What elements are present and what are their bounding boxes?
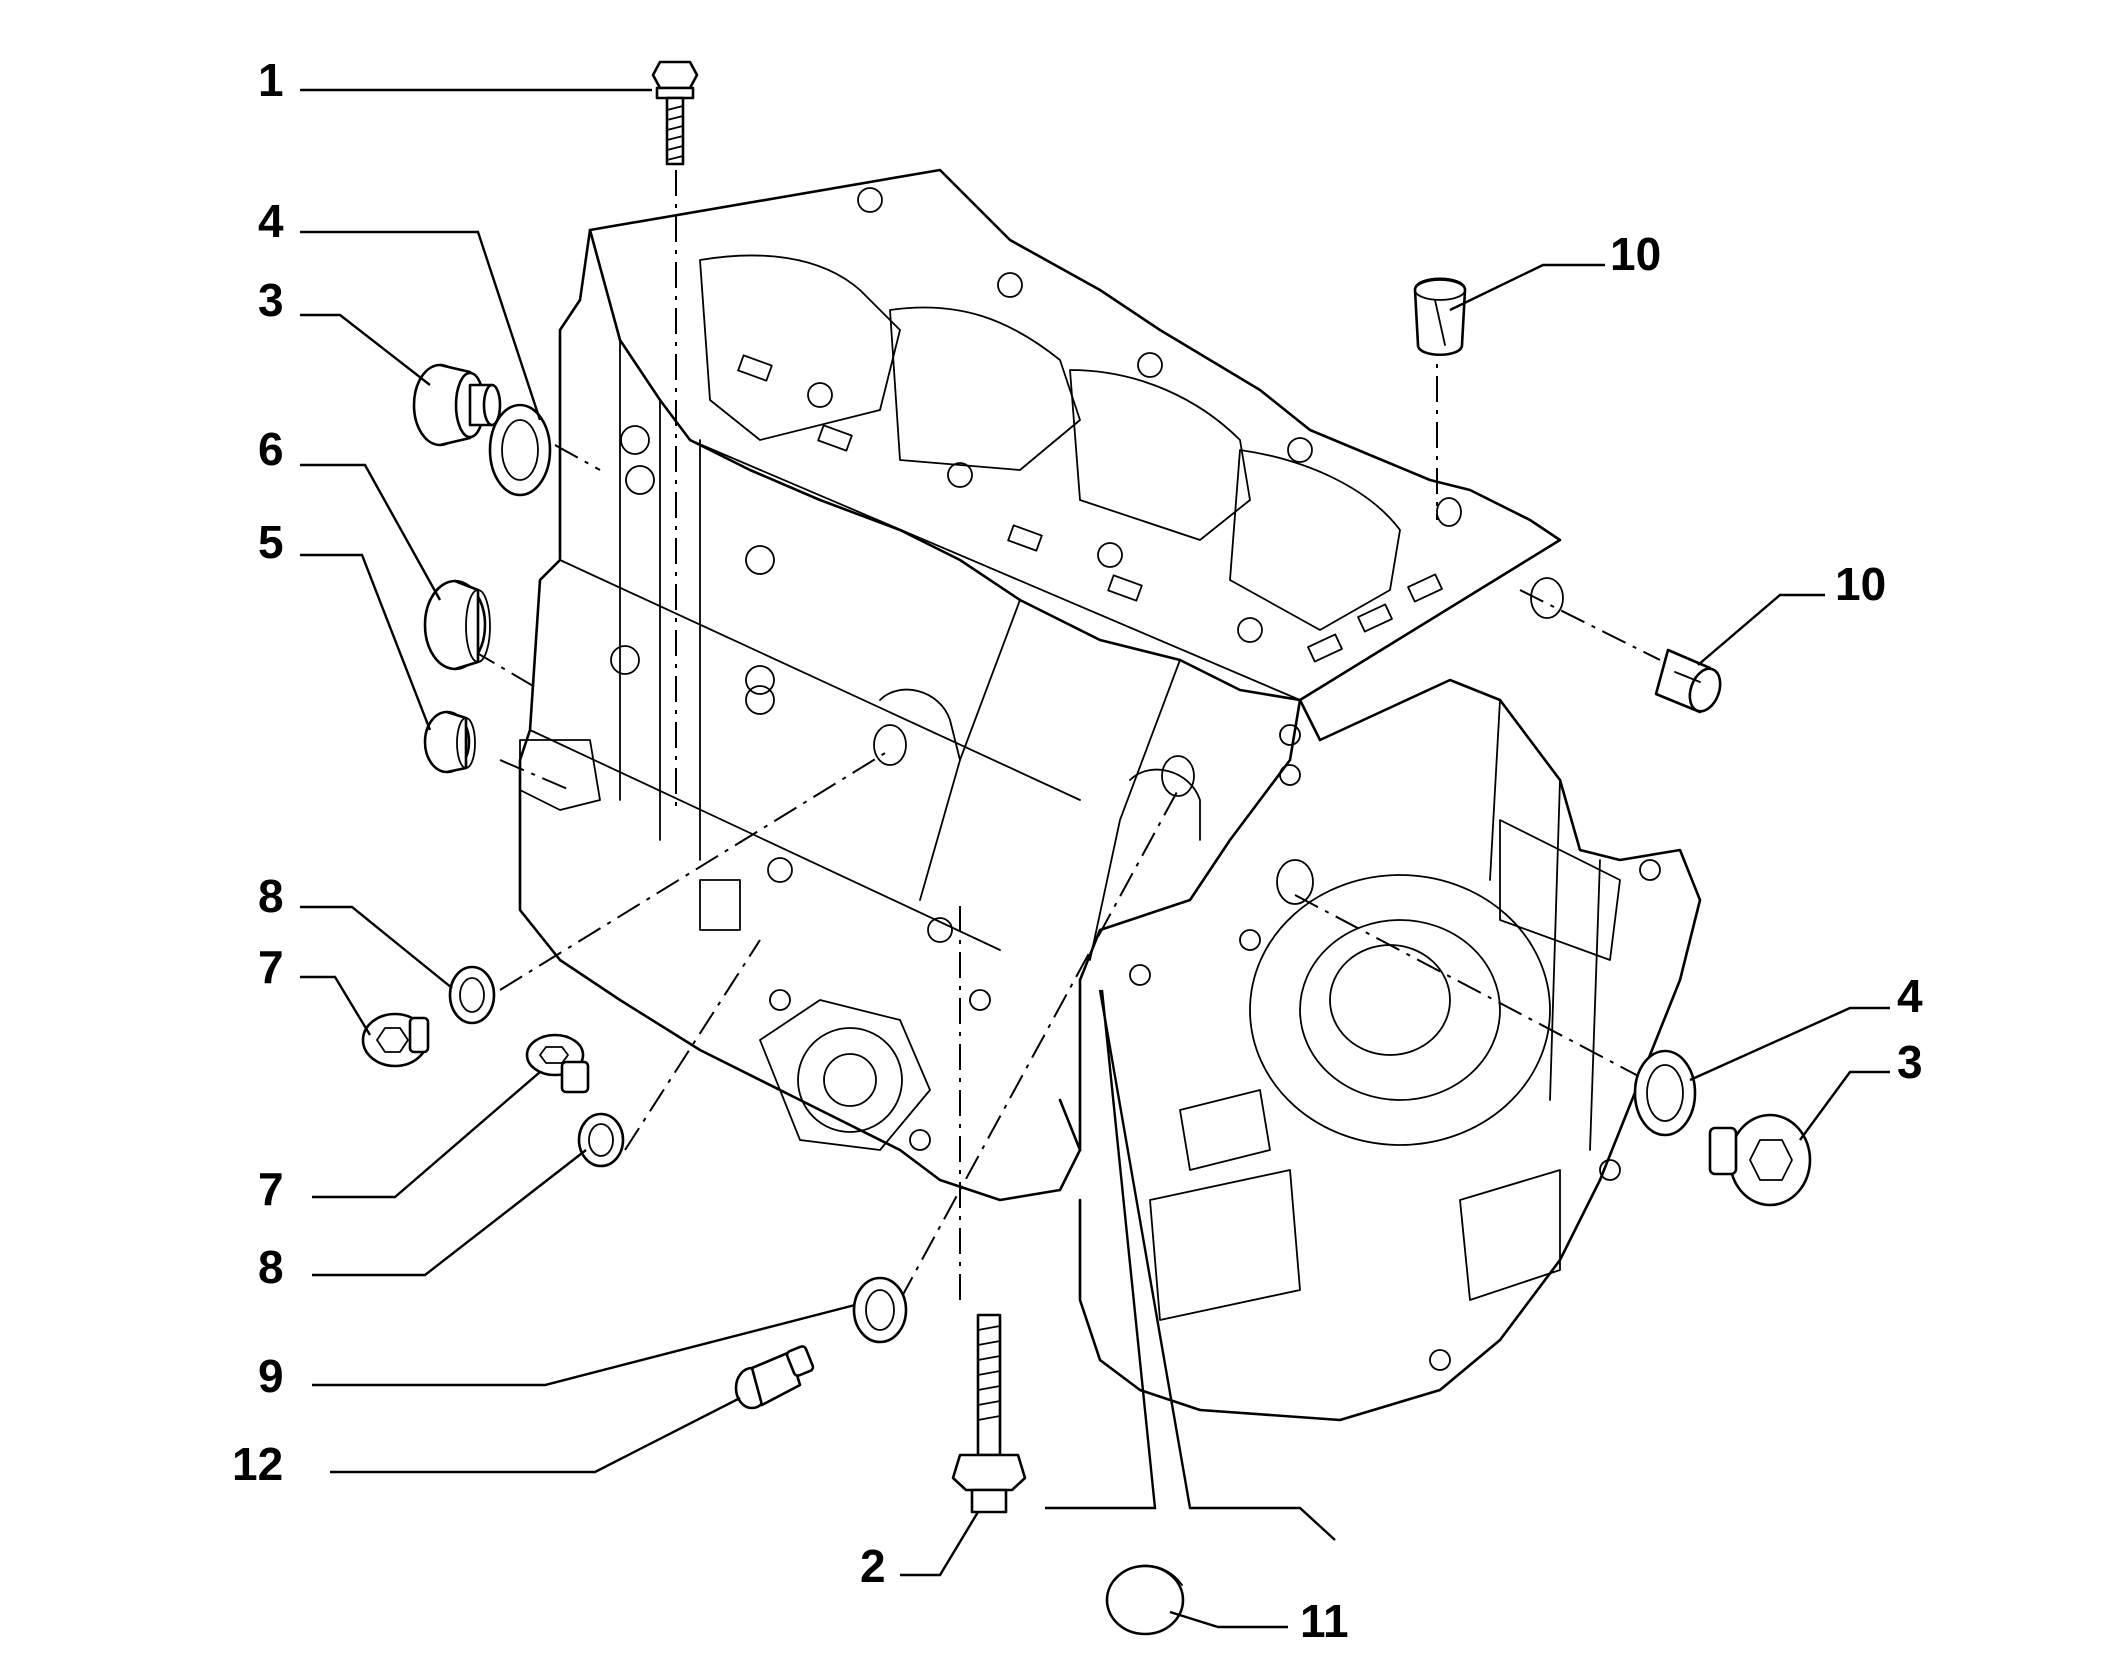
plug-part-6 <box>423 579 491 671</box>
bolt-part-2 <box>951 1313 1027 1514</box>
washer-part-4-left <box>488 403 552 497</box>
callout-1: 1 <box>258 54 284 106</box>
dowel-part-10-right <box>1654 648 1722 714</box>
cap-part-11 <box>1105 1564 1185 1636</box>
callout-10a: 10 <box>1610 228 1661 280</box>
hex-plug-part-7-left <box>361 1012 430 1068</box>
callout-4b: 4 <box>1897 970 1923 1022</box>
callout-3b: 3 <box>1897 1036 1923 1088</box>
hex-plug-part-7-center <box>525 1033 590 1094</box>
dowel-part-10-upper <box>1413 277 1467 356</box>
callout-4a: 4 <box>258 195 284 247</box>
leader-lines <box>300 88 1890 1629</box>
callout-6: 6 <box>258 423 284 475</box>
washer-part-8-lower <box>577 1112 625 1168</box>
washer-part-9 <box>852 1276 908 1344</box>
callout-8b: 8 <box>258 1241 284 1293</box>
callout-7a: 7 <box>258 941 284 993</box>
callout-11: 11 <box>1300 1595 1349 1647</box>
callout-5: 5 <box>258 516 284 568</box>
callout-8a: 8 <box>258 870 284 922</box>
callout-10b: 10 <box>1835 558 1886 610</box>
callout-labels: 1 4 3 6 5 8 7 7 8 9 12 2 11 10 10 4 3 <box>232 54 1923 1647</box>
callout-3a: 3 <box>258 274 284 326</box>
bolt-part-1 <box>651 60 699 166</box>
callout-12: 12 <box>232 1438 283 1490</box>
engine-block <box>518 168 1702 1422</box>
callout-7b: 7 <box>258 1163 284 1215</box>
plug-part-3-left <box>412 363 502 447</box>
assembly-axes <box>471 170 1666 1301</box>
washer-part-4-right <box>1633 1049 1697 1137</box>
callout-2: 2 <box>860 1540 886 1592</box>
plug-part-12 <box>734 1345 815 1410</box>
washer-part-8-upper <box>448 965 496 1025</box>
callout-9: 9 <box>258 1350 284 1402</box>
hex-plug-part-3-right <box>1708 1113 1812 1207</box>
plug-part-5 <box>423 710 476 774</box>
